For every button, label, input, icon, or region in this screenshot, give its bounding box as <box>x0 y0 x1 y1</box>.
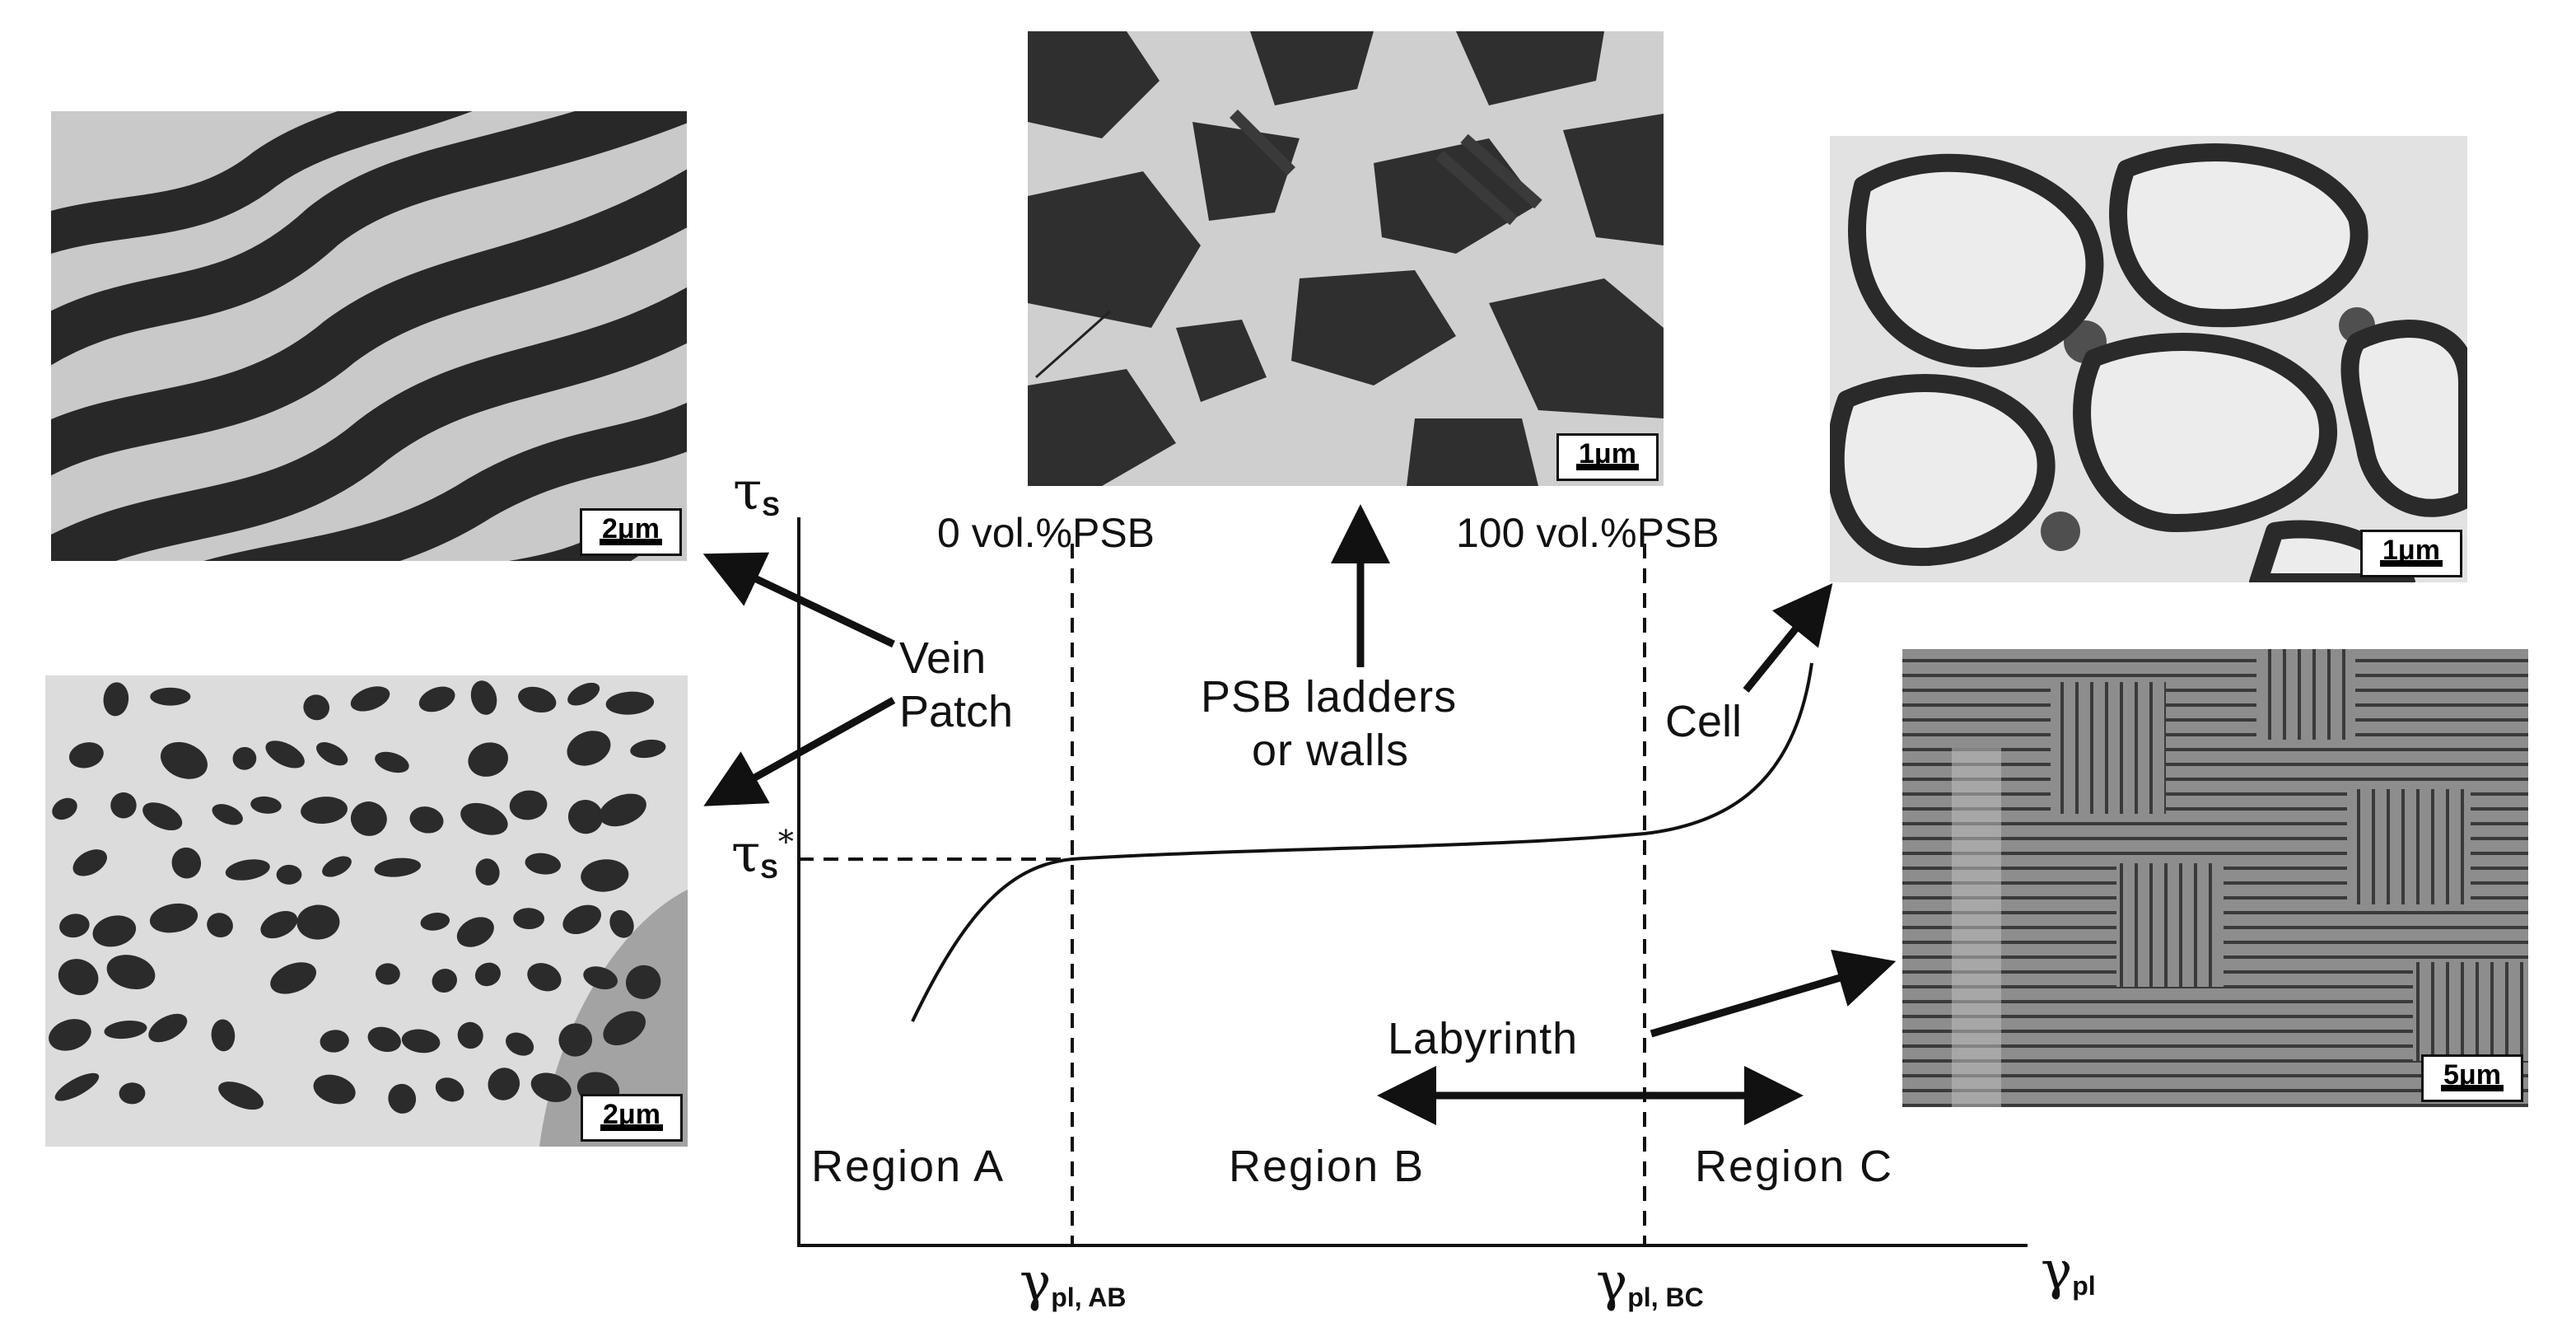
vein-label: Vein <box>899 633 987 683</box>
psb-micrograph: 1μm <box>1028 31 1664 486</box>
region-a-label: Region A <box>811 1142 1006 1191</box>
psb-scale-bar: 1μm <box>1556 433 1659 481</box>
region-b-label: Region B <box>1229 1142 1426 1191</box>
stress-strain-curve <box>911 662 1813 1022</box>
patch-scale-bar: 2μm <box>581 1094 683 1142</box>
gamma-ab-label: γpl, AB <box>1020 1252 1127 1313</box>
y-threshold-label: τS* <box>731 824 794 885</box>
y-axis-label: τS <box>733 461 780 522</box>
gamma-bc-label: γpl, BC <box>1596 1252 1704 1313</box>
patch-micrograph: 2μm <box>45 675 688 1147</box>
arrow-to-labyrinth <box>1650 949 1897 1038</box>
vein-scale-bar: 2μm <box>580 508 682 556</box>
psb-0-label: 0 vol.%PSB <box>937 510 1155 556</box>
arrow-to-vein <box>702 552 895 648</box>
arrow-to-patch <box>703 697 896 806</box>
psb-100-label: 100 vol.%PSB <box>1456 510 1720 556</box>
cell-micrograph: 1μm <box>1830 136 2467 582</box>
arrow-to-cell <box>1743 583 1833 693</box>
x-axis-label: γpl <box>2041 1241 2096 1301</box>
labyrinth-scale-bar: 5μm <box>2421 1054 2523 1102</box>
cell-scale-bar: 1μm <box>2360 530 2462 577</box>
patch-label: Patch <box>899 687 1014 736</box>
vein-micrograph: 2μm <box>51 111 687 561</box>
psb-walls-label: or walls <box>1252 726 1410 775</box>
region-c-label: Region C <box>1695 1142 1894 1191</box>
psb-ladders-label: PSB ladders <box>1201 672 1458 722</box>
cell-label: Cell <box>1665 697 1743 746</box>
labyrinth-label: Labyrinth <box>1388 1014 1579 1063</box>
labyrinth-micrograph: 5μm <box>1902 649 2528 1107</box>
